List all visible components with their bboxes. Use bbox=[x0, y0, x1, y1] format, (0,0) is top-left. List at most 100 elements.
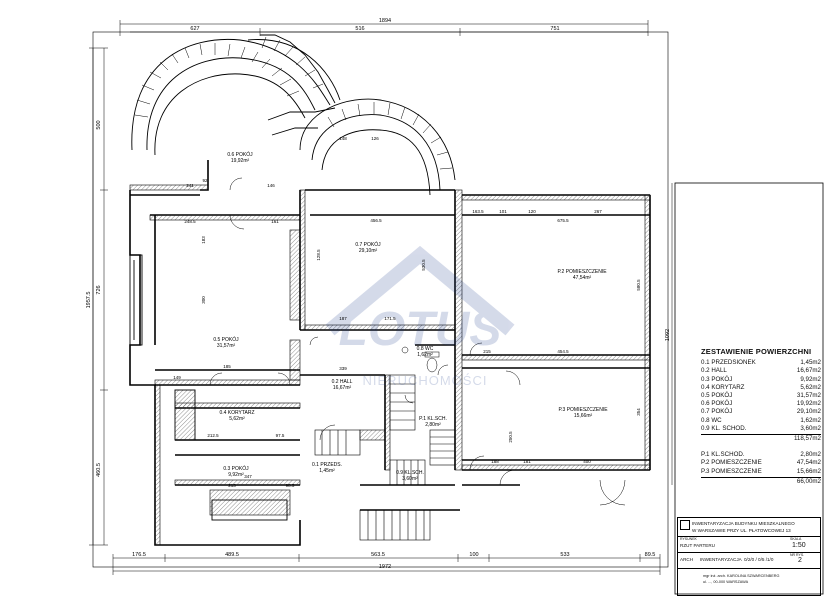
dim-inner: 213 bbox=[228, 483, 236, 488]
hatched-walls bbox=[129, 184, 651, 546]
dim-inner: 339 bbox=[339, 366, 347, 371]
branch: ARCH bbox=[680, 557, 694, 562]
dim-bottom-4: 100 bbox=[469, 552, 478, 558]
room-label-0.2: 0.2 HALL bbox=[332, 379, 353, 385]
watermark-text: LOTUS bbox=[339, 303, 502, 356]
dim-bottom-total: 1972 bbox=[379, 564, 391, 570]
stage: INWENTARYZACJA bbox=[700, 557, 742, 562]
room-area-0.1: 1,45m² bbox=[319, 468, 335, 474]
room-label-0.1: 0.1 PRZEDS. bbox=[312, 462, 342, 468]
dim-inner: 454.5 bbox=[557, 349, 569, 354]
dim-inner: 161 bbox=[271, 219, 279, 224]
room-label-P.3: P.3 POMIESZCZENIE bbox=[558, 407, 608, 413]
dim-left-4: 460.5 bbox=[96, 463, 102, 477]
dim-top-3: 751 bbox=[550, 26, 559, 32]
dim-right-1: 1092 bbox=[665, 329, 671, 341]
area-row: 0.9 KL. SCHOD.3,60m2 bbox=[701, 424, 821, 432]
watermark-subtext: NIERUCHOMOŚCI bbox=[363, 373, 488, 388]
dim-inner: 171.5 bbox=[384, 316, 396, 321]
room-label-0.3: 0.3 POKÓJ bbox=[223, 465, 249, 472]
dim-inner: 183 bbox=[201, 236, 206, 244]
room-label-0.7: 0.7 POKÓJ bbox=[355, 241, 381, 248]
dim-inner: 97.5 bbox=[276, 433, 285, 438]
dim-inner: 300 bbox=[201, 296, 206, 304]
room-area-0.7: 29,10m² bbox=[359, 248, 378, 254]
dim-inner: 92 bbox=[202, 178, 208, 183]
dim-inner: 212.5 bbox=[207, 433, 219, 438]
dim-inner: 347 bbox=[244, 474, 252, 479]
room-area-0.6: 19,92m² bbox=[231, 158, 250, 164]
logo-box bbox=[680, 520, 690, 530]
arch-right-ticks bbox=[327, 102, 453, 170]
scale-value: 1:50 bbox=[792, 542, 806, 549]
dim-inner: 185 bbox=[223, 364, 231, 369]
room-label-P.2: P.2 POMIESZCZENIE bbox=[557, 269, 607, 275]
dim-bottom-1: 176.5 bbox=[132, 552, 146, 558]
dim-bottom-2: 489.5 bbox=[225, 552, 239, 558]
dim-inner: 580.5 bbox=[636, 279, 641, 291]
dim-top-2: 516 bbox=[355, 26, 364, 32]
dim-inner: 250.5 bbox=[508, 431, 513, 443]
room-area-P.3: 15,66m² bbox=[574, 413, 593, 419]
author-line-1: mgr inż. arch. KAROLINA SZWARCENBERG bbox=[703, 574, 780, 578]
room-area-0.2: 16,67m² bbox=[333, 385, 352, 391]
dim-inner: 163.5 bbox=[472, 209, 484, 214]
drawing-code: 0/2/0 / 0/5 /1/0 bbox=[744, 557, 774, 562]
dim-inner: 146 bbox=[267, 183, 275, 188]
dim-inner: 241 bbox=[186, 183, 194, 188]
outer-frame-right bbox=[674, 182, 824, 595]
dim-inner: 530.5 bbox=[421, 259, 426, 271]
inner-dimension-labels: 241 92 146 248.5 161 456.5 163.5 101 120… bbox=[173, 136, 641, 488]
drawing-name: RZUT PARTERU bbox=[680, 543, 715, 548]
door-swings bbox=[209, 177, 626, 506]
dim-inner: 248.5 bbox=[184, 219, 196, 224]
dim-left-1: 500 bbox=[96, 120, 102, 129]
sheet-number: 2 bbox=[798, 557, 802, 564]
staircase bbox=[314, 374, 456, 541]
dim-inner: 187 bbox=[339, 316, 347, 321]
dim-inner: 354 bbox=[636, 408, 641, 416]
sheet-label: NR RYS. bbox=[790, 553, 805, 557]
author-line-2: ul. ..., 00-000 WARSZAWA bbox=[703, 580, 749, 584]
arch-left-stair-ticks bbox=[134, 36, 324, 118]
scale-label: SKALA bbox=[790, 537, 802, 541]
dim-inner: 181 bbox=[523, 459, 531, 464]
room-label-0.4: 0.4 KORYTARZ bbox=[219, 410, 254, 416]
drawing-label: RYSUNEK bbox=[680, 537, 697, 541]
room-labels: 0.6 POKÓJ 19,92m² 0.7 POKÓJ 29,10m² P.2 … bbox=[213, 151, 608, 482]
area-summary-title: ZESTAWIENIE POWIERZCHNI bbox=[701, 347, 812, 356]
room-area-0.9: 3,60m² bbox=[402, 476, 418, 482]
arch-left bbox=[131, 34, 341, 156]
dim-top-1: 627 bbox=[190, 26, 199, 32]
left-bay bbox=[129, 254, 288, 521]
dim-bottom-6: 89.5 bbox=[645, 552, 656, 558]
dim-inner: 148 bbox=[339, 136, 347, 141]
arch-right bbox=[267, 98, 456, 196]
dimension-lines bbox=[89, 20, 673, 575]
sheet-frame bbox=[92, 31, 669, 568]
dim-left-3: 1957.5 bbox=[86, 292, 92, 309]
room-label-0.6: 0.6 POKÓJ bbox=[227, 151, 253, 158]
dim-inner: 120 bbox=[528, 209, 536, 214]
watermark: LOTUS NIERUCHOMOŚCI bbox=[325, 245, 515, 388]
room-label-0.5: 0.5 POKÓJ bbox=[213, 336, 239, 343]
room-area-0.3: 9,92m² bbox=[228, 472, 244, 478]
dim-left-2: 726 bbox=[96, 285, 102, 294]
area-subtotal: 118,57m2 bbox=[701, 434, 821, 443]
dim-inner: 101 bbox=[499, 209, 507, 214]
dim-inner: 267 bbox=[594, 209, 602, 214]
dim-inner: 126 bbox=[371, 136, 379, 141]
dim-inner: 215 bbox=[483, 349, 491, 354]
room-area-0.8: 1,62m² bbox=[417, 352, 433, 358]
